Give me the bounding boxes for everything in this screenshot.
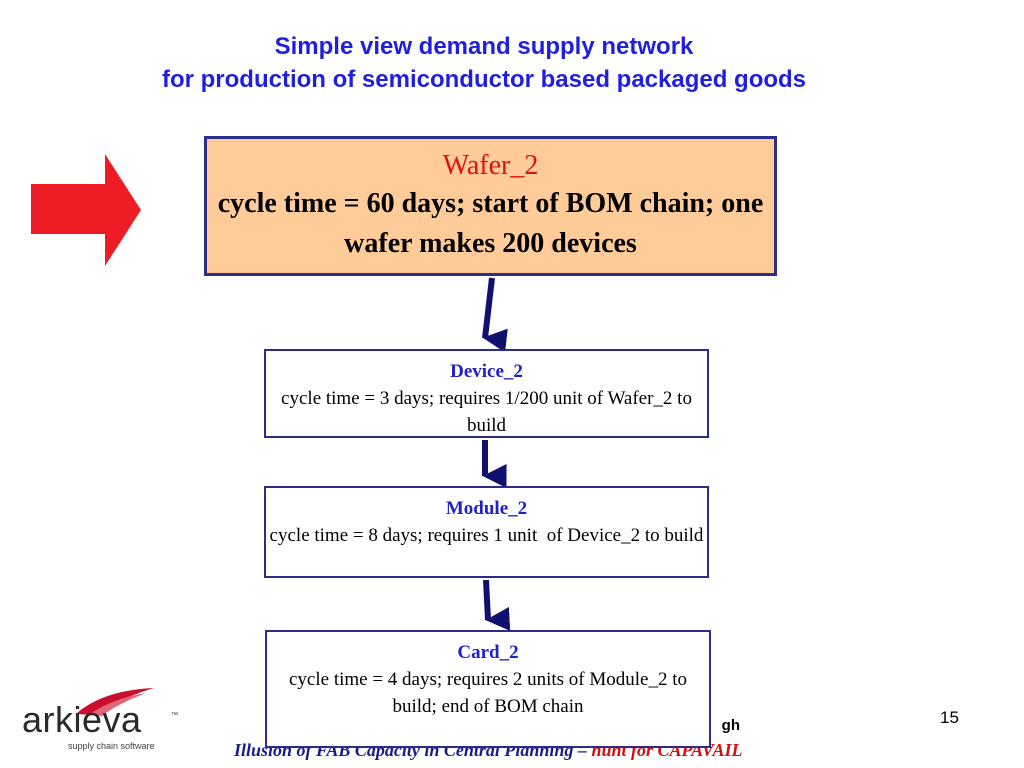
footer-author: gh [721, 717, 740, 734]
arkieva-logo: arkieva ™ supply chain software [22, 686, 182, 756]
node-device-name: Device_2 [450, 361, 523, 382]
node-card-name: Card_2 [457, 642, 519, 663]
logo-trademark: ™ [171, 712, 178, 719]
node-module: Module_2 cycle time = 8 days; requires 1… [264, 486, 709, 578]
edge-module-card [483, 579, 511, 631]
edge-wafer-device [482, 277, 508, 353]
node-wafer-name: Wafer_2 [442, 150, 539, 181]
node-card: Card_2 cycle time = 4 days; requires 2 u… [265, 630, 711, 748]
node-device: Device_2 cycle time = 3 days; requires 1… [264, 349, 709, 438]
node-module-desc: cycle time = 8 days; requires 1 unit of … [269, 525, 704, 546]
node-card-desc: cycle time = 4 days; requires 2 units of… [288, 669, 692, 717]
slide-title: Simple view demand supply network for pr… [0, 30, 968, 96]
title-line-2: for production of semiconductor based pa… [161, 66, 807, 93]
node-wafer: Wafer_2 cycle time = 60 days; start of B… [204, 136, 777, 276]
logo-tagline: supply chain software [68, 741, 155, 751]
logo-wordmark: arkieva [22, 699, 142, 740]
node-module-name: Module_2 [445, 498, 528, 519]
arkieva-swoosh-icon [76, 688, 154, 716]
page-number: 15 [940, 708, 959, 727]
title-line-1: Simple view demand supply network [274, 33, 694, 60]
node-device-desc: cycle time = 3 days; requires 1/200 unit… [281, 388, 697, 436]
node-wafer-desc: cycle time = 60 days; start of BOM chain… [217, 188, 764, 259]
red-right-arrow-icon [31, 154, 141, 266]
